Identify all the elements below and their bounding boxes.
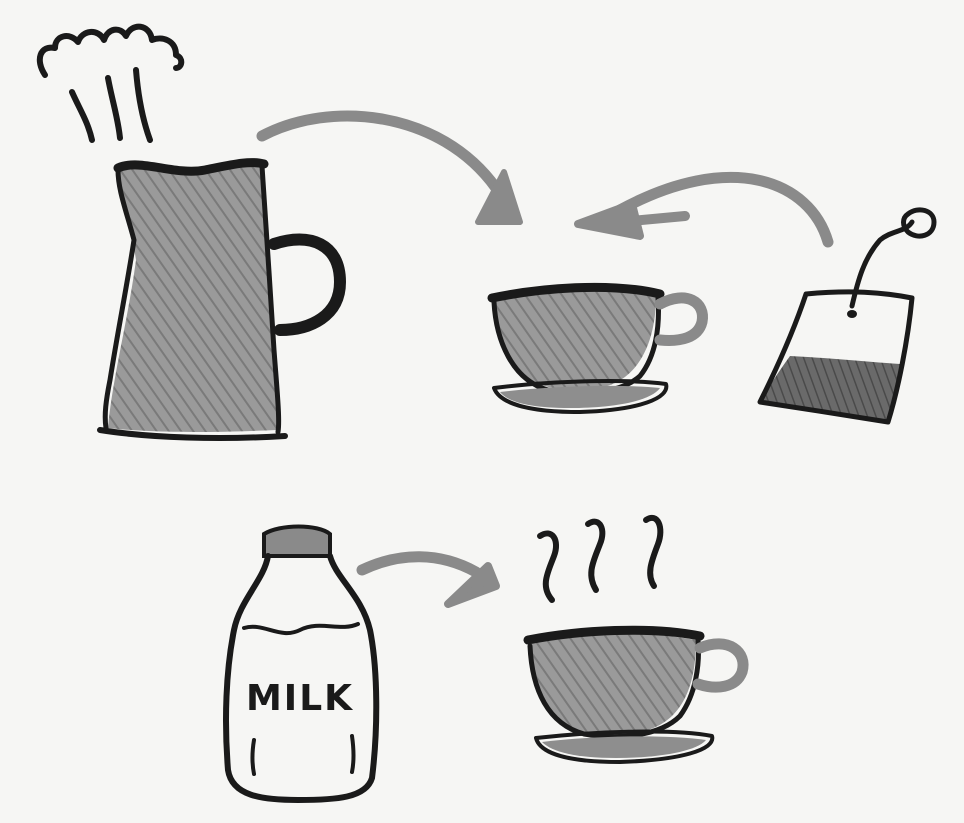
- milk-bottle-icon: MILK: [226, 527, 376, 801]
- tea-bag-icon: [760, 210, 934, 422]
- teacup-top-icon: [492, 287, 703, 412]
- arrow-teabag-to-cup-icon: [578, 177, 828, 242]
- cup-steam-icon: [540, 518, 660, 600]
- kettle-icon: [100, 163, 340, 438]
- milk-label: MILK: [246, 678, 354, 719]
- arrow-kettle-to-cup-icon: [262, 116, 520, 222]
- teacup-bottom-icon: [528, 630, 743, 762]
- arrow-milk-to-cup-icon: [362, 557, 496, 604]
- kettle-steam-icon: [40, 27, 181, 140]
